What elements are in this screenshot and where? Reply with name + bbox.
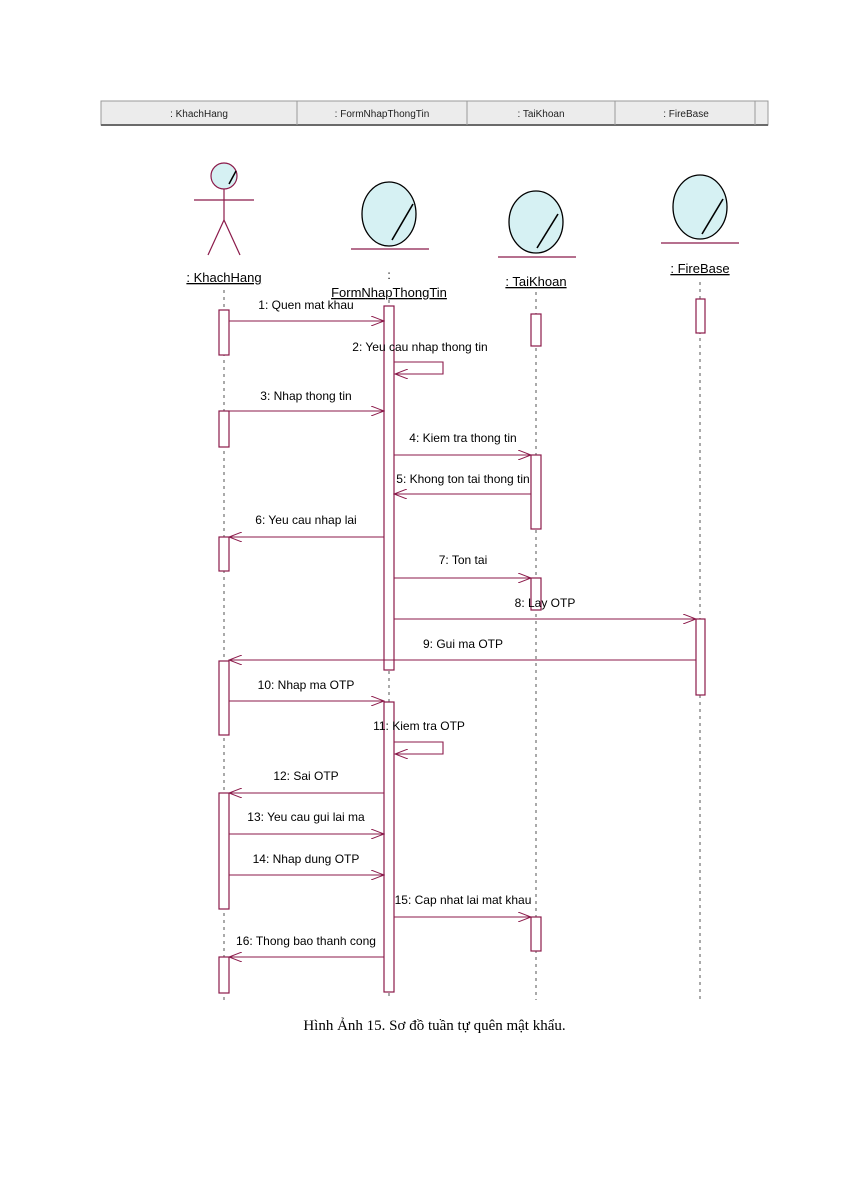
message-11: 11: Kiem tra OTP — [373, 719, 465, 754]
message-2: 2: Yeu cau nhap thong tin — [352, 340, 488, 374]
message-9: 9: Gui ma OTP — [229, 637, 696, 660]
tab-taikhoan[interactable]: : TaiKhoan — [517, 109, 564, 120]
message-label: 9: Gui ma OTP — [423, 637, 503, 651]
message-12: 12: Sai OTP — [229, 769, 384, 793]
participant-taikhoan: : TaiKhoan — [498, 190, 576, 289]
message-5: 5: Khong ton tai thong tin — [394, 472, 531, 494]
activation-box — [218, 536, 230, 572]
message-label: 7: Ton tai — [439, 553, 487, 567]
message-label: 8: Lay OTP — [515, 596, 576, 610]
participant-khachhang: : KhachHang — [186, 162, 262, 285]
message-label: 2: Yeu cau nhap thong tin — [352, 340, 487, 354]
message-6: 6: Yeu cau nhap lai — [229, 513, 384, 537]
activation-box — [218, 792, 230, 910]
self-message-arrow — [394, 361, 444, 374]
message-15: 15: Cap nhat lai mat khau — [394, 893, 531, 917]
activation-box — [218, 309, 230, 356]
header-bar-bg — [100, 100, 769, 126]
message-label: 16: Thong bao thanh cong — [236, 934, 376, 948]
activation-box — [218, 410, 230, 448]
participant-label: : FireBase — [670, 261, 729, 276]
message-1: 1: Quen mat khau — [229, 298, 384, 321]
message-10: 10: Nhap ma OTP — [229, 678, 384, 701]
message-8: 8: Lay OTP — [394, 596, 696, 619]
message-label: 6: Yeu cau nhap lai — [255, 513, 356, 527]
activation-box — [383, 305, 395, 671]
participant-firebase: : FireBase — [661, 174, 739, 276]
participant-label-colon: : — [387, 268, 390, 282]
participant-label: FormNhapThongTin — [331, 285, 447, 300]
message-label: 13: Yeu cau gui lai ma — [247, 810, 365, 824]
message-label: 3: Nhap thong tin — [260, 389, 351, 403]
activation-box — [530, 313, 542, 347]
message-label: 12: Sai OTP — [273, 769, 338, 783]
activation-box — [218, 956, 230, 994]
message-label: 5: Khong ton tai thong tin — [396, 472, 529, 486]
message-label: 10: Nhap ma OTP — [258, 678, 355, 692]
participant-formnhapthongtin: : FormNhapThongTin — [331, 181, 447, 300]
tab-khachhang[interactable]: : KhachHang — [170, 109, 228, 120]
activation-box — [530, 916, 542, 952]
entity-object-icon — [498, 190, 576, 258]
activation-box — [530, 577, 542, 611]
header-tab-bar: : KhachHang : FormNhapThongTin : TaiKhoa… — [100, 100, 769, 126]
tab-firebase[interactable]: : FireBase — [663, 109, 709, 120]
self-message-arrow — [394, 741, 444, 754]
actor-icon — [194, 162, 254, 256]
entity-object-icon — [661, 174, 739, 244]
message-7: 7: Ton tai — [394, 553, 531, 578]
message-4: 4: Kiem tra thong tin — [394, 431, 531, 455]
activation-box — [383, 701, 395, 993]
message-3: 3: Nhap thong tin — [229, 389, 384, 411]
participant-label: : TaiKhoan — [505, 274, 566, 289]
participant-label: : KhachHang — [186, 270, 261, 285]
boundary-object-icon — [351, 181, 429, 250]
tab-formnhapthongtin[interactable]: : FormNhapThongTin — [335, 109, 430, 120]
activation-box — [695, 298, 706, 334]
activation-box — [695, 618, 706, 696]
message-label: 14: Nhap dung OTP — [253, 852, 360, 866]
message-13: 13: Yeu cau gui lai ma — [229, 810, 384, 834]
message-label: 4: Kiem tra thong tin — [409, 431, 516, 445]
message-16: 16: Thong bao thanh cong — [229, 934, 384, 957]
message-label: 11: Kiem tra OTP — [373, 719, 465, 733]
activation-box — [218, 660, 230, 736]
figure-caption: Hình Ảnh 15. Sơ đồ tuần tự quên mật khẩu… — [303, 1018, 566, 1034]
activation-box — [530, 454, 542, 530]
message-label: 1: Quen mat khau — [258, 298, 353, 312]
message-14: 14: Nhap dung OTP — [229, 852, 384, 875]
message-label: 15: Cap nhat lai mat khau — [395, 893, 532, 907]
